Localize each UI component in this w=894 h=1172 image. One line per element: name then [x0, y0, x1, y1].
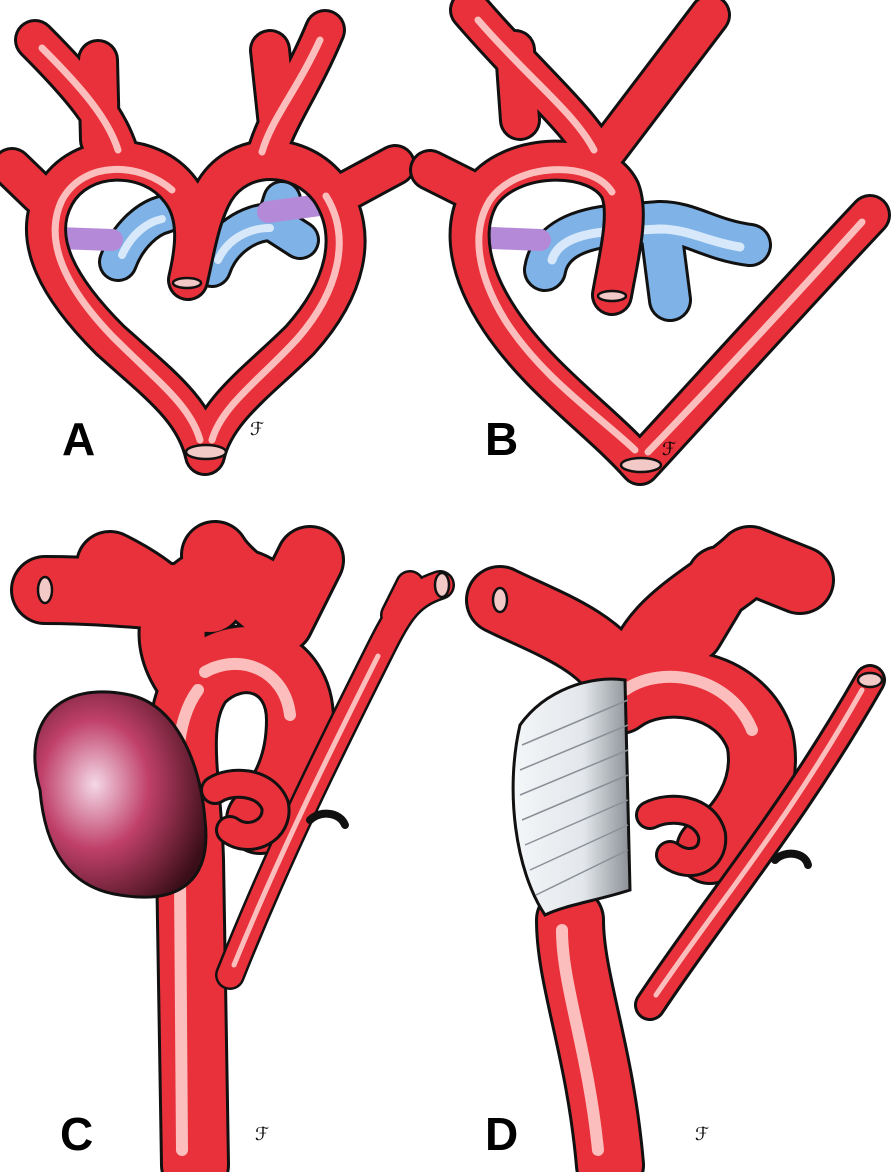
panel-a-vessel-ends	[171, 276, 228, 461]
panel-b-arch	[409, 0, 891, 486]
panel-d-signature: ℱ	[695, 1124, 709, 1145]
panel-b-pulmonary-arteries	[523, 200, 772, 322]
panel-a: A ℱ	[0, 9, 416, 476]
panel-c-aorta	[10, 520, 345, 1172]
panel-d-left-carotid	[634, 664, 886, 1021]
panel-b-label: B	[485, 413, 518, 465]
panel-d-label: D	[485, 1108, 518, 1160]
panel-c-aneurysm	[33, 690, 208, 899]
panel-a-signature: ℱ	[250, 419, 264, 440]
panel-a-double-arch	[0, 9, 416, 476]
panel-c: C ℱ	[10, 520, 455, 1172]
panel-d-vessel-ends	[491, 586, 884, 689]
panel-c-label: C	[60, 1108, 93, 1160]
panel-c-coronary-loop	[200, 768, 291, 851]
panel-c-left-carotid	[215, 570, 455, 990]
panel-c-signature: ℱ	[255, 1124, 269, 1145]
panel-d-graft	[511, 677, 632, 917]
panel-b-signature: ℱ	[662, 439, 676, 460]
panel-c-vessel-ends	[36, 571, 451, 605]
panel-b-vessel-ends	[596, 289, 663, 474]
panel-a-label: A	[62, 413, 95, 465]
panel-b-ligamentum	[481, 227, 551, 251]
panel-d-coronary-loop	[635, 794, 728, 877]
panel-b: B ℱ	[409, 0, 891, 486]
panel-d-aorta	[465, 525, 835, 1172]
panel-d: D ℱ	[465, 525, 886, 1172]
